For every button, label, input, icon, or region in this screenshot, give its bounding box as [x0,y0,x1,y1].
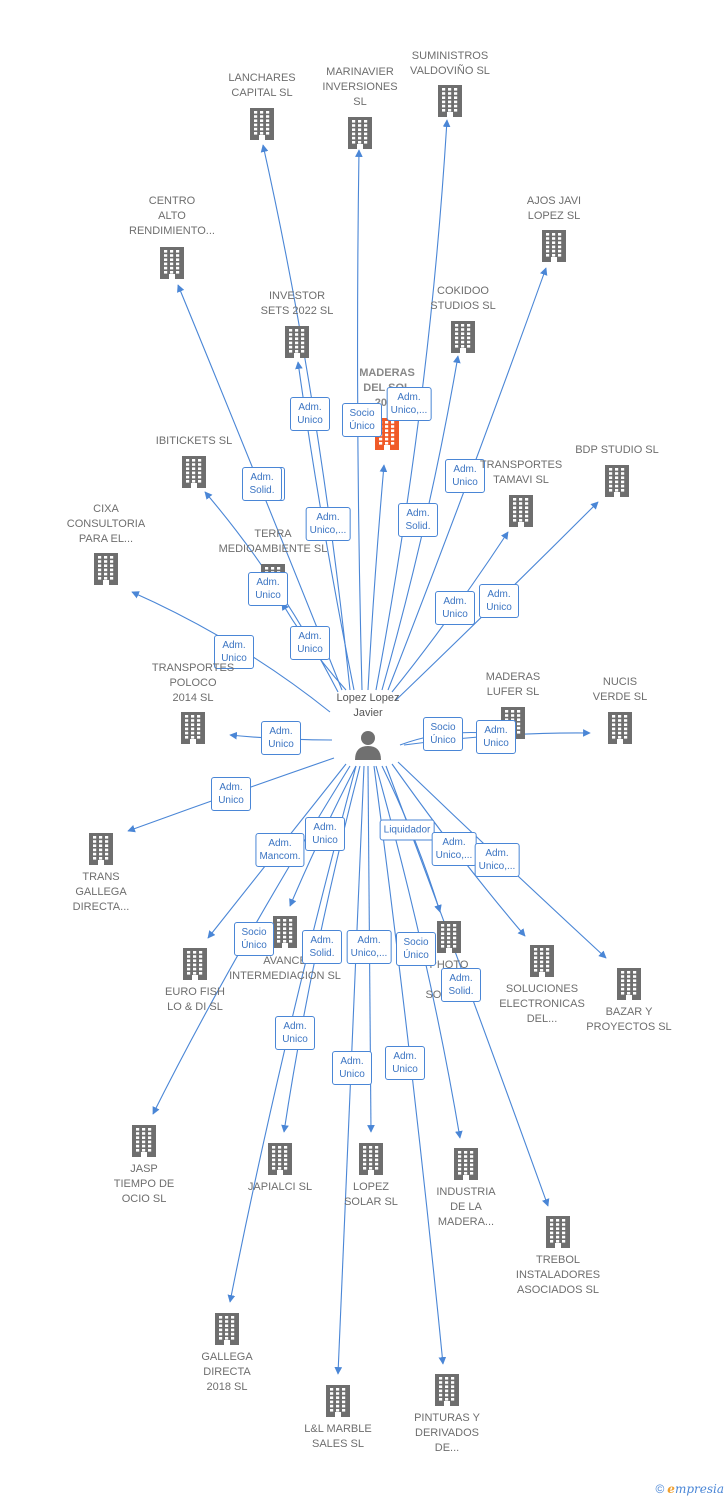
building-icon-industria[interactable] [454,1148,478,1180]
company-label-tamavi[interactable]: TRANSPORTES TAMAVI SL [479,459,563,486]
edge-label-ibitickets: Adm. Unico [248,572,288,606]
building-icon-japialci[interactable] [268,1143,292,1175]
company-label-lml[interactable]: L&L MARBLE SALES SL [304,1423,372,1450]
edge-label-marinavier: Adm. Unico,... [305,507,351,541]
edge-label-ajos: Adm. Unico [445,459,485,493]
brand-logo-initial: e [667,1482,675,1496]
edge-label-lml: Adm. Unico [332,1051,372,1085]
building-icon-lml[interactable] [326,1385,350,1417]
edge-label-japialci: Adm. Solid. [302,930,342,964]
edge-label-pinturas: Adm. Unico [385,1046,425,1080]
edge-label-terra: Adm. Unico [290,626,330,660]
edge-label-soluciones: Adm. Unico,... [431,832,477,866]
edge-label-industria: Socio Único [396,932,436,966]
company-label-japialci[interactable]: JAPIALCI SL [247,1181,313,1193]
edge-label-cokidoo: Adm. Unico,... [386,387,432,421]
company-label-cokidoo[interactable]: COKIDOO STUDIOS SL [430,285,496,312]
company-label-poloco[interactable]: TRANSPORTES POLOCO 2014 SL [151,662,235,704]
building-icon-centro[interactable] [160,247,184,279]
person-label[interactable]: Lopez Lopez Javier [336,692,400,719]
company-label-ajos[interactable]: AJOS JAVI LOPEZ SL [526,195,582,222]
building-icon-cixa[interactable] [94,553,118,585]
building-icon-tamavi[interactable] [509,495,533,527]
edge-label-gallega2018: Adm. Unico [275,1016,315,1050]
company-label-industria[interactable]: INDUSTRIA DE LA MADERA... [436,1186,496,1228]
building-icon-nucis[interactable] [608,712,632,744]
edge-label-transgallega: Adm. Unico [211,777,251,811]
company-label-bazar[interactable]: BAZAR Y PROYECTOS SL [586,1006,672,1033]
icons-layer [89,85,641,1417]
edge-label-poloco: Adm. Unico [261,721,301,755]
building-icon-photo[interactable] [437,921,461,953]
edge-label-eurofish: Adm. Mancom. [255,833,305,867]
building-icon-eurofish[interactable] [183,948,207,980]
company-label-cixa[interactable]: CIXA CONSULTORIA PARA EL... [66,503,146,545]
copyright-symbol: © [655,1482,665,1496]
edge-label-tamavi: Adm. Unico [435,591,475,625]
building-icon-soluciones[interactable] [530,945,554,977]
building-icon-bdp[interactable] [605,465,629,497]
building-icon-lopezsolar[interactable] [359,1143,383,1175]
company-label-lanchares[interactable]: LANCHARES CAPITAL SL [228,72,296,99]
company-label-gallega2018[interactable]: GALLEGA DIRECTA 2018 SL [201,1351,253,1393]
building-icon-pinturas[interactable] [435,1374,459,1406]
company-label-trebol[interactable]: TREBOL INSTALADORES ASOCIADOS SL [515,1254,601,1296]
building-icon-investor[interactable] [285,326,309,358]
building-icon-trebol[interactable] [546,1216,570,1248]
company-label-bdp[interactable]: BDP STUDIO SL [575,444,659,456]
company-label-suministros[interactable]: SUMINISTROS VALDOVIÑO SL [410,50,490,77]
company-label-avance[interactable]: AVANCE INTERMEDIACION SL [229,955,341,982]
edge-label-maderas2016: Socio Único [342,403,382,437]
company-label-nucis[interactable]: NUCIS VERDE SL [592,676,648,703]
company-label-centro[interactable]: CENTRO ALTO RENDIMIENTO... [129,195,215,237]
building-icon-bazar[interactable] [617,968,641,1000]
edge-label-photo: Liquidador [379,819,435,841]
building-icon-avance[interactable] [273,916,297,948]
edge-label-bdp: Adm. Unico [479,584,519,618]
company-label-soluciones[interactable]: SOLUCIONES ELECTRONICAS DEL... [499,983,585,1025]
edge-maderas2016 [367,464,388,691]
building-icon-suministros[interactable] [438,85,462,117]
building-icon-gallega2018[interactable] [215,1313,239,1345]
building-icon-ajos[interactable] [542,230,566,262]
edge-label-bazar: Adm. Unico,... [474,843,520,877]
person-icon[interactable] [355,731,381,760]
edge-label-suministros: Adm. Solid. [398,503,438,537]
company-label-transgallega[interactable]: TRANS GALLEGA DIRECTA... [72,871,130,913]
empresia-brand[interactable]: ©empresia [655,1482,724,1496]
company-label-lopezsolar[interactable]: LOPEZ SOLAR SL [344,1181,398,1208]
company-label-ibitickets[interactable]: IBITICKETS SL [155,435,233,447]
building-icon-lanchares[interactable] [250,108,274,140]
building-icon-jasp[interactable] [132,1125,156,1157]
company-label-lufer[interactable]: MADERAS LUFER SL [485,671,541,698]
brand-name: mpresia [674,1482,724,1496]
company-label-marinavier[interactable]: MARINAVIER INVERSIONES SL [322,66,398,108]
edge-label-investor: Adm. Unico [290,397,330,431]
building-icon-cokidoo[interactable] [451,321,475,353]
edge-label-trebol: Adm. Solid. [441,968,481,1002]
company-label-investor[interactable]: INVESTOR SETS 2022 SL [260,290,334,317]
edge-label-nucis: Adm. Unico [476,720,516,754]
building-icon-transgallega[interactable] [89,833,113,865]
edge-label-cixa: Adm. Unico [214,635,254,669]
building-icon-poloco[interactable] [181,712,205,744]
edge-label-centro: Adm. Solid. [242,467,282,501]
edge-label-jasp: Socio Único [234,922,274,956]
edge-label-lufer: Socio Único [423,717,463,751]
building-icon-marinavier[interactable] [348,117,372,149]
building-icon-ibitickets[interactable] [182,456,206,488]
company-label-terra[interactable]: TERRA MEDIOAMBIENTE SL [218,528,328,555]
edge-label-lopezsolar: Adm. Unico,... [346,930,392,964]
company-label-pinturas[interactable]: PINTURAS Y DERIVADOS DE... [414,1412,480,1454]
company-label-eurofish[interactable]: EURO FISH LO & DI SL [165,986,225,1013]
company-label-jasp[interactable]: JASP TIEMPO DE OCIO SL [113,1163,175,1205]
edge-label-avance: Adm. Unico [305,817,345,851]
